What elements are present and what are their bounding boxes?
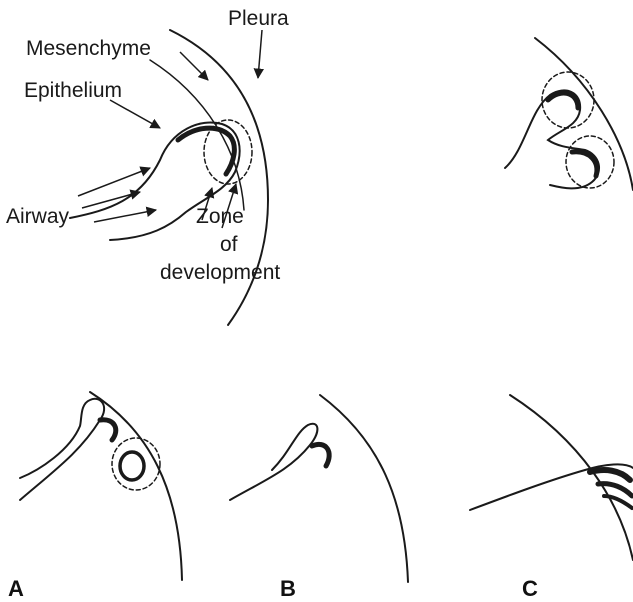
panel-a-label: A [8, 578, 24, 600]
panel-b-pleura [320, 395, 408, 582]
panel-b-thick [312, 444, 329, 466]
pleura-label: Pleura [228, 8, 289, 29]
branching-panel [505, 38, 633, 190]
panel-b-figure [230, 395, 408, 582]
panel-a-bud-tip [100, 420, 116, 440]
zone-label-line2: of [220, 234, 238, 255]
panel-c-thick-3 [604, 496, 632, 508]
airway-label: Airway [6, 206, 69, 227]
pleura-arrow [258, 30, 262, 78]
panel-b-label: B [280, 578, 296, 600]
panel-c-label: C [522, 578, 538, 600]
mesenchyme-arrow [180, 52, 208, 80]
right-zone-2 [566, 136, 614, 188]
right-bud-thick-2 [572, 152, 597, 176]
panel-c-figure [470, 395, 633, 560]
right-bud-outline [505, 90, 599, 188]
epithelium-label: Epithelium [24, 80, 122, 101]
right-bud-thick-1 [548, 93, 578, 108]
panel-a-figure [20, 392, 182, 580]
zone-label-line3: development [160, 262, 280, 283]
epithelium-arrow [110, 100, 160, 128]
zone-label-line1: Zone [196, 206, 244, 227]
panel-c-pleura [510, 395, 633, 560]
mesenchyme-label: Mesenchyme [26, 38, 151, 59]
right-pleura-line [535, 38, 633, 190]
panel-c-thick-2 [598, 484, 632, 496]
panel-b-bud [230, 424, 317, 500]
airway-arrow-3 [94, 210, 156, 222]
panel-a-ring [120, 452, 144, 480]
panel-a-bud [20, 399, 104, 500]
